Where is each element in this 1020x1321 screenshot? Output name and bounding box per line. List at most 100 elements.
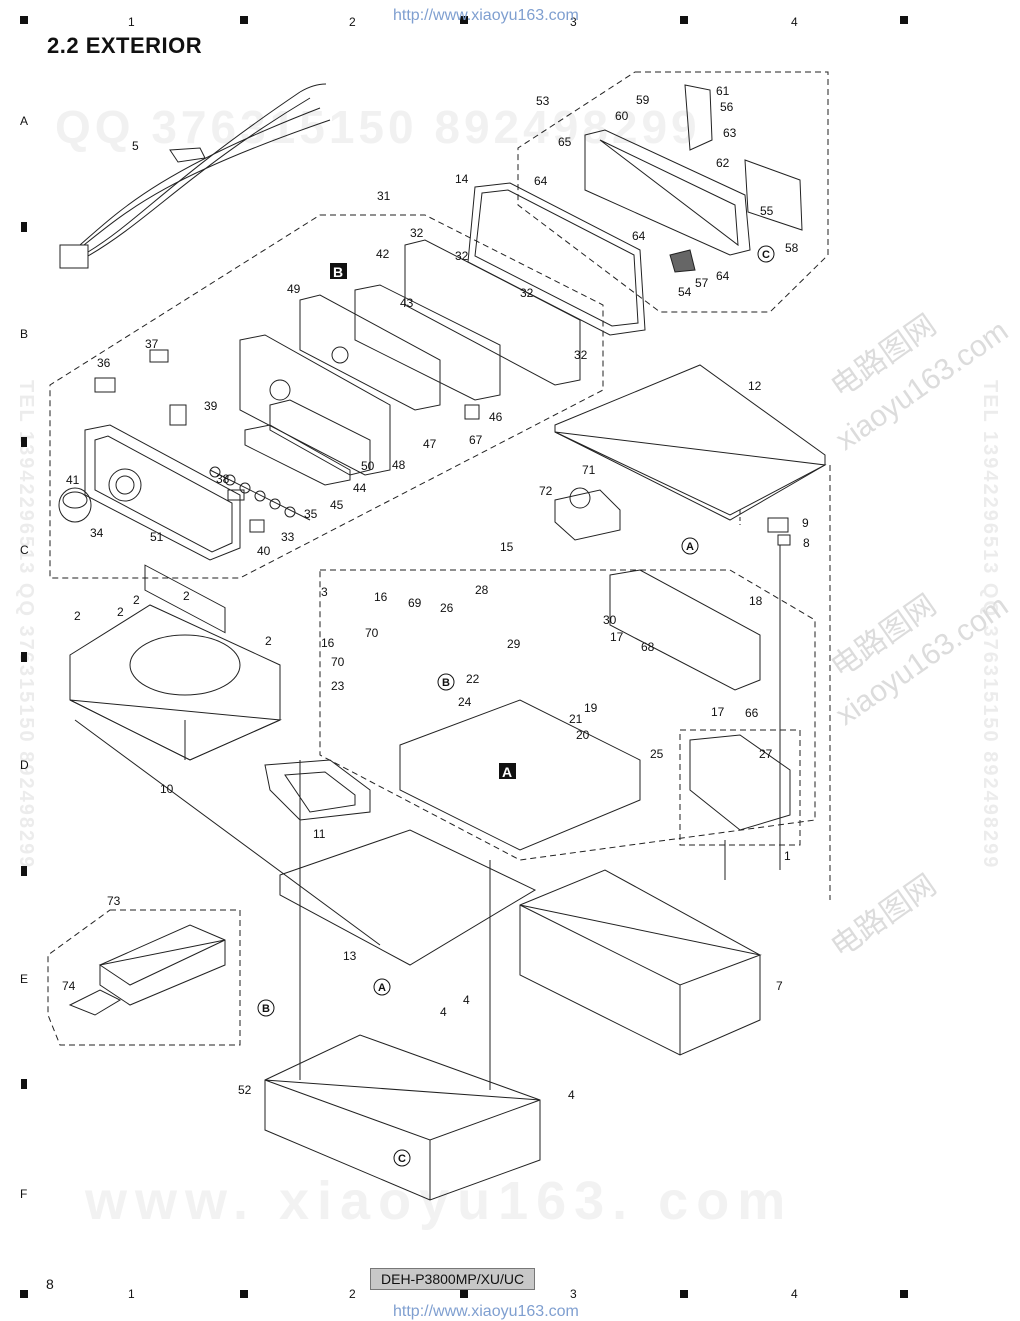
part-label: 32 [410,226,424,240]
group-outline-15 [319,569,816,861]
part-label: 13 [343,949,357,963]
part-label: 5 [132,139,139,153]
grid-mark [20,1290,28,1298]
header-url[interactable]: http://www.xiaoyu163.com [393,7,579,24]
row-letter: A [20,114,29,128]
grid-mark [240,16,248,24]
part-label: 21 [569,712,583,726]
part-label: 39 [204,399,218,413]
part-label: 37 [145,337,159,351]
part-label: 2 [74,609,81,623]
part-label: 7 [776,979,783,993]
part-label: 61 [716,84,730,98]
watermark-side-left: TEL 13942296513 QQ 376315150 892498299 [15,380,37,870]
part-label: 20 [576,728,590,742]
grid-mark [21,1079,27,1089]
part-label: 28 [475,583,489,597]
row-letter: E [20,972,29,986]
grid-mark [680,16,688,24]
part-label: 3 [321,585,328,599]
part-label: 65 [558,135,572,149]
part-label: 57 [695,276,709,290]
part-label: 1 [784,849,791,863]
part-label: 64 [632,229,646,243]
part-label: 48 [392,458,406,472]
part-label: 45 [330,498,344,512]
grid-mark [21,652,27,662]
column-number: 3 [570,1287,577,1301]
part-label: 12 [748,379,762,393]
column-number: 2 [349,1287,356,1301]
callout-box-a: A [502,764,512,780]
part-label: 56 [720,100,734,114]
part-label: 58 [785,241,799,255]
part-label: 62 [716,156,730,170]
group-outline-31 [49,214,604,579]
part-label: 32 [455,249,469,263]
part-label: 4 [440,1005,447,1019]
footer-url[interactable]: http://www.xiaoyu163.com [393,1303,579,1320]
part-label: 18 [749,594,763,608]
part-label: 74 [62,979,76,993]
part-label: 2 [265,634,272,648]
group-outline-66 [679,729,801,846]
watermark-bottom: www. xiaoyu163. com [85,1171,794,1231]
part-label: 63 [723,126,737,140]
page-title: 2.2 EXTERIOR [47,33,203,58]
part-label: 9 [802,516,809,530]
part-label: 49 [287,282,301,296]
part-labels: 1 2 2 2 2 2 3 4 4 4 5 7 8 9 10 11 12 13 … [62,84,810,1102]
part-label: 33 [281,530,295,544]
part-label: 11 [313,827,326,841]
group-outline-73 [47,909,241,1046]
column-number: 3 [570,15,577,29]
callout-circle-a: A [378,982,386,994]
grid-mark [21,222,27,232]
part-label: 17 [711,705,725,719]
part-label: 27 [759,747,773,761]
part-label: 17 [610,630,624,644]
callout-circle-b: B [262,1003,270,1015]
row-letter: B [20,327,29,341]
part-label: 51 [150,530,164,544]
row-letter: D [20,758,29,772]
column-number: 2 [349,15,356,29]
part-label: 26 [440,601,454,615]
watermark-qq: QQ 376315150 892498299 [55,101,701,153]
grid-mark [20,16,28,24]
part-label: 71 [582,463,596,477]
grid-mark [21,437,27,447]
part-label: 50 [361,459,375,473]
part-label: 72 [539,484,553,498]
part-label: 34 [90,526,104,540]
part-label: 29 [507,637,521,651]
part-label: 38 [216,472,230,486]
part-label: 4 [463,993,470,1007]
part-label: 14 [455,172,469,186]
part-label: 16 [321,636,335,650]
grid-mark [240,1290,248,1298]
part-label: 52 [238,1083,252,1097]
part-label: 44 [353,481,367,495]
part-label: 69 [408,596,422,610]
part-label: 24 [458,695,472,709]
part-label: 8 [803,536,810,550]
part-label: 22 [466,672,480,686]
row-letter: F [20,1187,28,1201]
part-label: 42 [376,247,390,261]
part-label: 43 [400,296,414,310]
connector-shape [59,244,89,269]
part-label: 19 [584,701,598,715]
part-label: 73 [107,894,121,908]
part-label: 68 [641,640,655,654]
part-label: 60 [615,109,629,123]
part-label: 31 [377,189,391,203]
part-label: 32 [520,286,534,300]
part-label: 55 [760,204,774,218]
part-label: 67 [469,433,483,447]
part-label: 53 [536,94,550,108]
part-label: 41 [66,473,80,487]
part-label: 36 [97,356,111,370]
grid-mark [900,16,908,24]
